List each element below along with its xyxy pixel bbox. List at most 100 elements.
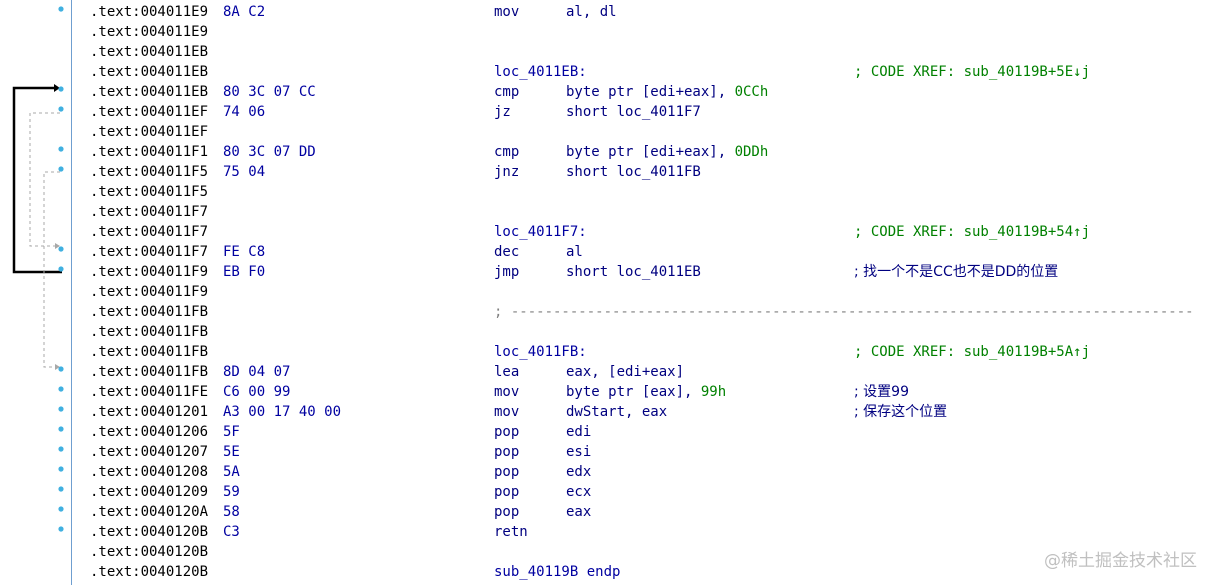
opcode-bytes[interactable]: EB F0 (223, 264, 266, 280)
listing-line[interactable]: .text:004011F7 FE C8 dec al (72, 242, 1215, 262)
opcode-bytes[interactable]: FE C8 (223, 244, 266, 260)
listing-line[interactable]: .text:00401201 A3 00 17 40 00 mov dwStart, … (72, 402, 1215, 422)
listing-line[interactable]: .text:004011FB; ------------------------… (72, 302, 1215, 322)
breakpoint-dot[interactable] (58, 526, 64, 532)
instruction-mnemonic[interactable]: cmp (494, 144, 520, 160)
instruction-mnemonic[interactable]: mov (494, 4, 520, 20)
instruction-mnemonic[interactable]: pop (494, 464, 520, 480)
xref-comment[interactable]: ; CODE XREF: sub_40119B+5E↓j (854, 64, 1091, 80)
instruction-operands[interactable]: edx (566, 462, 591, 482)
opcode-bytes[interactable]: 5A (223, 464, 240, 480)
instruction-mnemonic[interactable]: pop (494, 444, 520, 460)
line-address[interactable]: .text:00401208 (90, 464, 209, 480)
listing-line[interactable]: .text:0040120B (72, 542, 1215, 562)
line-address[interactable]: .text:004011E9 (90, 4, 209, 20)
instruction-mnemonic[interactable]: mov (494, 404, 520, 420)
instruction-operands[interactable]: eax (566, 502, 591, 522)
listing-line[interactable]: .text:004011F9 (72, 282, 1215, 302)
breakpoint-dot[interactable] (58, 86, 64, 92)
breakpoint-dot[interactable] (58, 406, 64, 412)
line-address[interactable]: .text:004011EB (90, 84, 209, 100)
listing-line[interactable]: .text:004011F7 (72, 202, 1215, 222)
listing-line[interactable]: .text:004011EF (72, 122, 1215, 142)
opcode-bytes[interactable]: 80 3C 07 CC (223, 84, 316, 100)
line-address[interactable]: .text:00401201 (90, 404, 209, 420)
line-address[interactable]: .text:004011E9 (90, 24, 209, 40)
instruction-operands[interactable]: short loc_4011FB (566, 162, 701, 182)
instruction-operands[interactable]: dwStart, eax (566, 402, 667, 422)
listing-line[interactable]: .text:004011E9 (72, 22, 1215, 42)
listing-line[interactable]: .text:004011FB 8D 04 07 lea eax, [edi+eax] (72, 362, 1215, 382)
instruction-mnemonic[interactable]: pop (494, 484, 520, 500)
code-label[interactable]: loc_4011EB: (494, 64, 587, 80)
instruction-operands[interactable]: byte ptr [edi+eax], 0DDh (566, 142, 768, 162)
line-address[interactable]: .text:00401207 (90, 444, 209, 460)
breakpoint-dot[interactable] (58, 266, 64, 272)
opcode-bytes[interactable]: 80 3C 07 DD (223, 144, 316, 160)
instruction-mnemonic[interactable]: dec (494, 244, 520, 260)
line-address[interactable]: .text:004011FB (90, 364, 209, 380)
line-address[interactable]: .text:004011FB (90, 344, 209, 360)
opcode-bytes[interactable]: 8D 04 07 (223, 364, 291, 380)
instruction-operands[interactable]: esi (566, 442, 591, 462)
instruction-mnemonic[interactable]: lea (494, 364, 520, 380)
instruction-operands[interactable]: al (566, 242, 583, 262)
breakpoint-dot[interactable] (58, 506, 64, 512)
breakpoint-dot[interactable] (58, 386, 64, 392)
xref-comment[interactable]: ; CODE XREF: sub_40119B+54↑j (854, 224, 1091, 240)
breakpoint-dot[interactable] (58, 466, 64, 472)
line-address[interactable]: .text:004011F5 (90, 164, 209, 180)
opcode-bytes[interactable]: 59 (223, 484, 240, 500)
line-address[interactable]: .text:004011FE (90, 384, 209, 400)
listing-line[interactable]: .text:004011EB 80 3C 07 CC cmp byte ptr [ed… (72, 82, 1215, 102)
listing-line[interactable]: .text:004011F5 75 04 jnz short loc_4011FB (72, 162, 1215, 182)
breakpoint-dot[interactable] (58, 246, 64, 252)
line-address[interactable]: .text:0040120B (90, 524, 209, 540)
opcode-bytes[interactable]: 58 (223, 504, 240, 520)
code-label[interactable]: loc_4011FB: (494, 344, 587, 360)
opcode-bytes[interactable]: 75 04 (223, 164, 266, 180)
code-label[interactable]: loc_4011F7: (494, 224, 587, 240)
line-address[interactable]: .text:004011F5 (90, 184, 209, 200)
line-address[interactable]: .text:0040120A (90, 504, 209, 520)
listing-line[interactable]: .text:004011FB (72, 322, 1215, 342)
xref-comment[interactable]: ; CODE XREF: sub_40119B+5A↑j (854, 344, 1091, 360)
instruction-operands[interactable]: ecx (566, 482, 591, 502)
opcode-bytes[interactable]: A3 00 17 40 00 (223, 404, 342, 420)
opcode-bytes[interactable]: C3 (223, 524, 240, 540)
opcode-bytes[interactable]: C6 00 99 (223, 384, 291, 400)
instruction-mnemonic[interactable]: mov (494, 384, 520, 400)
breakpoint-dot[interactable] (58, 106, 64, 112)
instruction-mnemonic[interactable]: jmp (494, 264, 520, 280)
line-address[interactable]: .text:004011FB (90, 324, 209, 340)
line-address[interactable]: .text:004011F9 (90, 284, 209, 300)
line-address[interactable]: .text:004011FB (90, 304, 209, 320)
user-comment[interactable]: ; 保存这个位置 (854, 404, 948, 420)
line-address[interactable]: .text:004011F7 (90, 244, 209, 260)
instruction-operands[interactable]: eax, [edi+eax] (566, 362, 684, 382)
instruction-mnemonic[interactable]: cmp (494, 84, 520, 100)
instruction-mnemonic[interactable]: pop (494, 424, 520, 440)
line-address[interactable]: .text:004011EF (90, 124, 209, 140)
instruction-operands[interactable]: edi (566, 422, 591, 442)
instruction-operands[interactable]: al, dl (566, 2, 617, 22)
instruction-mnemonic[interactable]: jnz (494, 164, 520, 180)
line-address[interactable]: .text:0040120B (90, 564, 209, 580)
line-address[interactable]: .text:004011EB (90, 44, 209, 60)
breakpoint-dot[interactable] (58, 366, 64, 372)
listing-line[interactable]: .text:004011FB loc_4011FB: ; CODE XREF: su… (72, 342, 1215, 362)
breakpoint-dot[interactable] (58, 166, 64, 172)
line-address[interactable]: .text:0040120B (90, 544, 209, 560)
line-address[interactable]: .text:004011EF (90, 104, 209, 120)
listing-line[interactable]: .text:004011EB (72, 42, 1215, 62)
instruction-operands[interactable]: byte ptr [edi+eax], 0CCh (566, 82, 768, 102)
